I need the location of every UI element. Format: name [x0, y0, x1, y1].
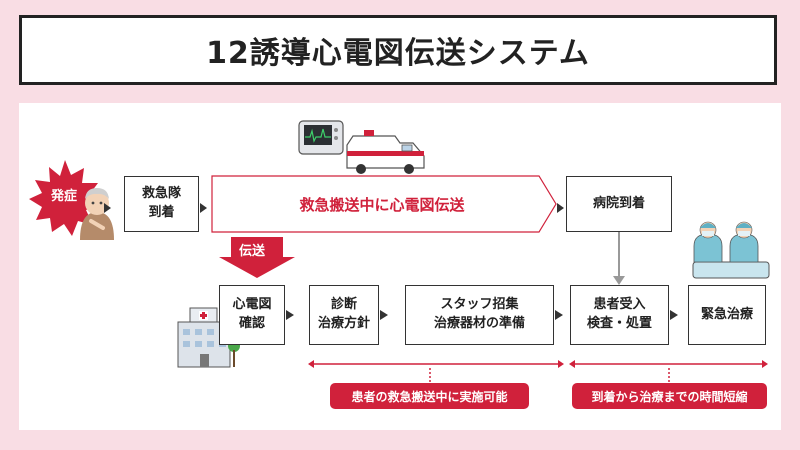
ecg-monitor-icon: [298, 120, 344, 155]
range-right-end: [762, 360, 768, 368]
connector-arrow-1: [104, 203, 111, 213]
ecg-confirm-box: 心電図 確認: [219, 285, 285, 345]
connector-arrow-2: [200, 203, 207, 213]
ems-arrival-box: 救急隊 到着: [124, 176, 199, 232]
medical-team-icon: [692, 221, 770, 279]
ambulance-icon: [346, 130, 425, 174]
connector-arrow-3: [557, 203, 564, 213]
page-title: 12誘導心電図伝送システム: [19, 15, 777, 85]
down-arrow-gray: [613, 276, 625, 285]
staff-prep-box: スタッフ招集 治療器材の準備: [405, 285, 554, 345]
connector-arrow-7: [670, 310, 678, 320]
connector-arrow-5: [380, 310, 388, 320]
range-right-start: [569, 360, 575, 368]
range-left-start: [308, 360, 314, 368]
range-left-end: [558, 360, 564, 368]
note-right-badge: 到着から治療までの時間短縮: [572, 383, 767, 409]
diagnosis-box: 診断 治療方針: [309, 285, 379, 345]
transmit-banner-text: 救急搬送中に心電図伝送: [299, 195, 465, 214]
onset-burst: [29, 160, 101, 236]
elderly-patient-icon: [80, 188, 114, 240]
hospital-arrival-box: 病院到着: [566, 176, 672, 232]
onset-label: 発症: [51, 189, 78, 204]
emergency-treatment-box: 緊急治療: [688, 285, 766, 345]
patient-accept-box: 患者受入 検査・処置: [570, 285, 669, 345]
transfer-label: 伝送: [239, 244, 266, 259]
transmit-banner-arrow: [211, 175, 557, 233]
connector-arrow-6: [555, 310, 563, 320]
connector-arrow-4: [286, 310, 294, 320]
note-left-badge: 患者の救急搬送中に実施可能: [330, 383, 529, 409]
transfer-arrow: [219, 237, 295, 278]
